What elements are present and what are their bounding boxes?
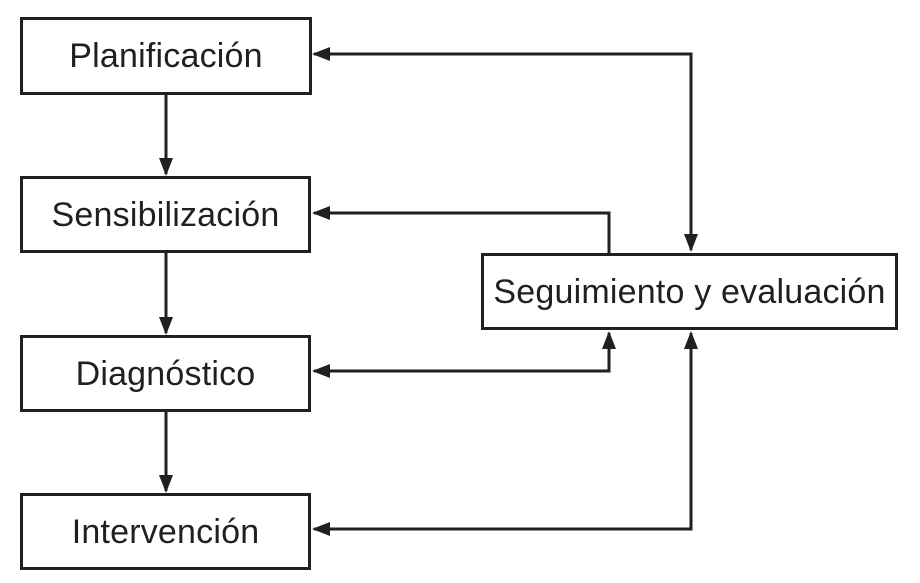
node-intervencion-label: Intervención: [71, 512, 260, 551]
edge-seguimiento-planificacion: [312, 47, 698, 252]
node-diagnostico-label: Diagnóstico: [75, 354, 256, 393]
node-planificacion: Planificación: [20, 17, 312, 95]
node-sensibilizacion: Sensibilización: [20, 176, 311, 253]
edge-seguimiento-diagnostico: [312, 331, 616, 378]
node-intervencion: Intervención: [20, 493, 311, 570]
edge-seguimiento-intervencion: [312, 331, 698, 536]
node-planificacion-label: Planificación: [69, 37, 263, 75]
node-seguimiento-label: Seguimiento y evaluación: [493, 272, 886, 311]
node-diagnostico: Diagnóstico: [20, 335, 311, 412]
node-seguimiento: Seguimiento y evaluación: [481, 253, 898, 330]
node-sensibilizacion-label: Sensibilización: [51, 195, 280, 234]
edge-seguimiento-sensibilizacion: [312, 206, 611, 253]
